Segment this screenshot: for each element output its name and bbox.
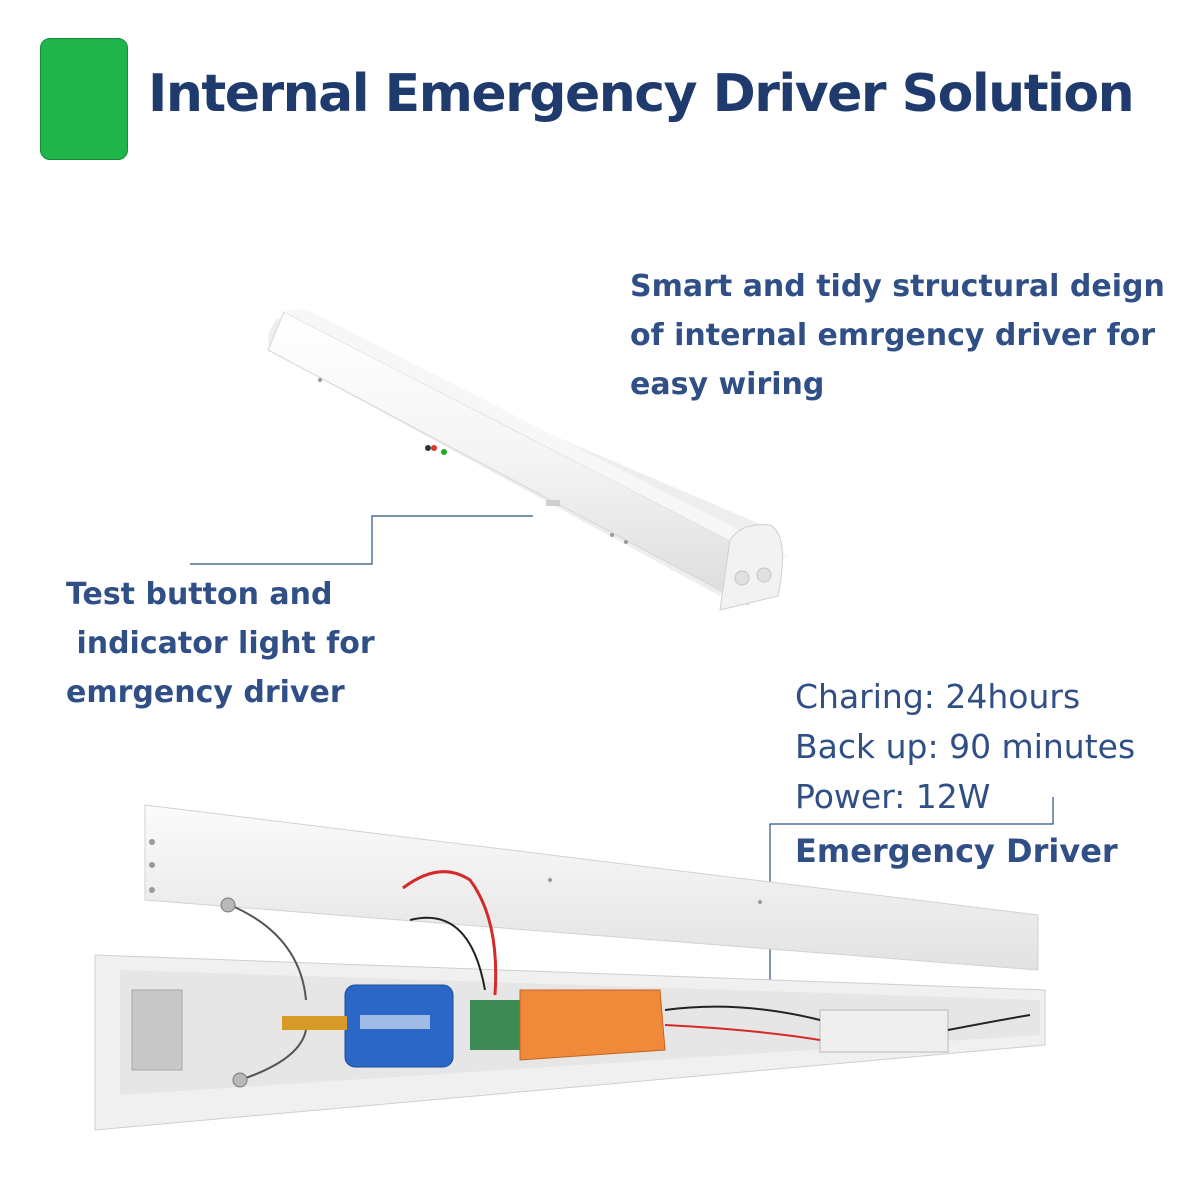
spec-list: Charing: 24hours Back up: 90 minutes Pow… bbox=[795, 672, 1135, 822]
callout-line: indicator light for bbox=[66, 626, 375, 661]
structural-design-callout: Smart and tidy structural deign of inter… bbox=[630, 262, 1165, 409]
page-title: Internal Emergency Driver Solution bbox=[148, 64, 1135, 124]
callout-line: emrgency driver bbox=[66, 675, 345, 710]
callout-line: of internal emrgency driver for bbox=[630, 318, 1156, 353]
green-badge bbox=[40, 38, 128, 160]
test-button-leader-line bbox=[190, 515, 533, 565]
emergency-driver-label: Emergency Driver bbox=[795, 832, 1118, 870]
callout-line: easy wiring bbox=[630, 367, 825, 402]
callout-line: Smart and tidy structural deign bbox=[630, 269, 1165, 304]
led-fixture bbox=[267, 309, 790, 611]
test-button-callout: Test button and indicator light for emrg… bbox=[66, 570, 375, 717]
open-housing bbox=[94, 804, 1046, 1131]
spec-power: Power: 12W bbox=[795, 777, 991, 816]
spec-backup: Back up: 90 minutes bbox=[795, 727, 1136, 766]
callout-line: Test button and bbox=[66, 577, 333, 612]
spec-charging: Charing: 24hours bbox=[795, 677, 1081, 716]
